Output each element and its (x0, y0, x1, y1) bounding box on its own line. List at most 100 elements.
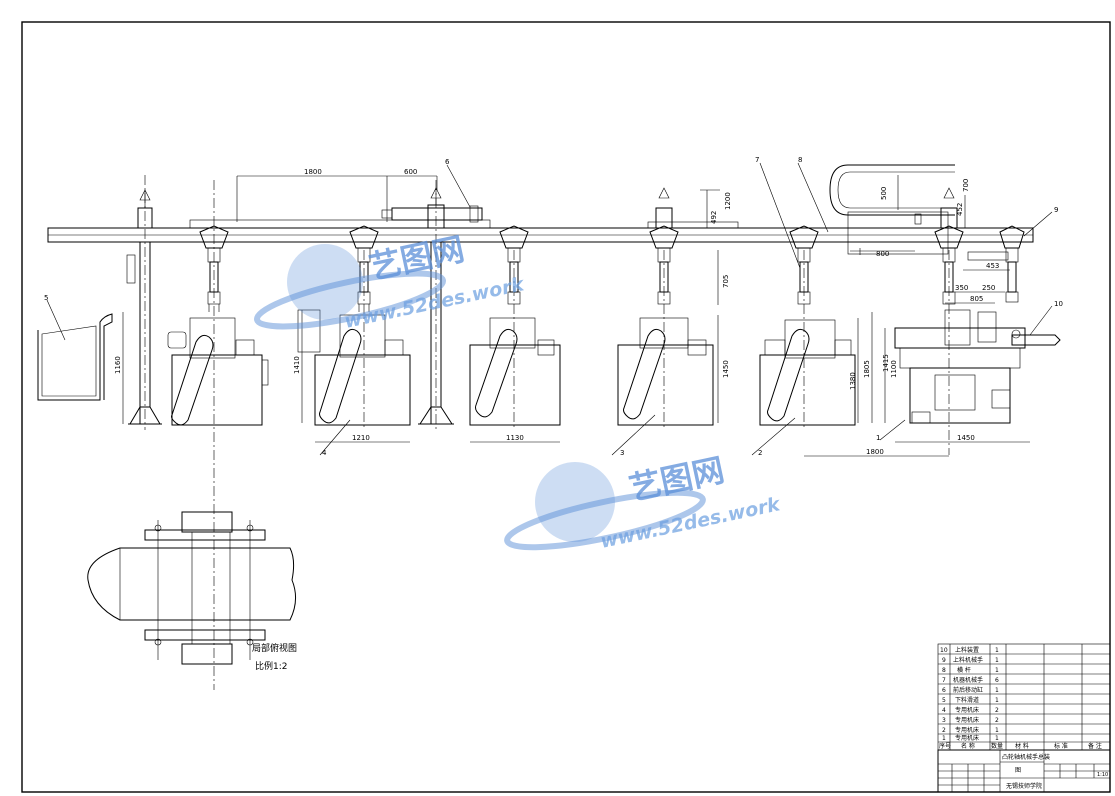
bom-row-no: 6 (942, 687, 946, 694)
dim-350: 350 (955, 284, 968, 292)
bom-header-name: 名 称 (961, 742, 975, 750)
discharge-chute (37, 313, 113, 401)
machine-3b (617, 317, 714, 426)
dim-1410: 1410 (293, 356, 301, 374)
title-block-drawing-name: 凸轮轴机械手总装 (1002, 753, 1050, 761)
bom-row-qty: 1 (995, 687, 999, 694)
title-block-school: 无锡技师学院 (1006, 782, 1042, 790)
machine-4b (297, 309, 411, 426)
bom-row-no: 9 (942, 657, 946, 664)
dim-492: 492 (710, 211, 718, 224)
dim-1450-mid: 1450 (722, 360, 730, 378)
callout-1: 1 (876, 434, 880, 442)
gripper-5 (789, 225, 819, 305)
bom-row-name: 专用机床 (955, 716, 979, 724)
machine-3a (469, 317, 561, 426)
dim-1805: 1805 (863, 360, 871, 378)
dim-1100: 1100 (890, 360, 898, 378)
bom-row-qty: 2 (995, 717, 999, 724)
dim-1800-top: 1800 (304, 168, 322, 176)
bom-header-qty: 数量 (991, 742, 1003, 750)
dim-705: 705 (722, 275, 730, 288)
bom-row-no: 7 (942, 677, 946, 684)
dim-1210: 1210 (352, 434, 370, 442)
bom-row-no: 2 (942, 727, 946, 734)
dim-1415: 1415 (882, 354, 890, 372)
detail-top-view (87, 511, 296, 665)
dim-1800-bottom: 1800 (866, 448, 884, 456)
move-cylinder (381, 205, 483, 223)
callout-2: 2 (758, 449, 762, 457)
rail-beam (47, 219, 1034, 243)
bom-row-no: 5 (942, 697, 946, 704)
callout-9: 9 (1054, 206, 1058, 214)
pipe-loop (829, 164, 955, 255)
dim-1200: 1200 (724, 192, 732, 210)
dim-453: 453 (986, 262, 999, 270)
watermark-brand-1: 艺图网 (366, 230, 468, 287)
callout-6: 6 (445, 158, 450, 166)
dim-805: 805 (970, 295, 983, 303)
dim-500: 500 (880, 187, 888, 200)
bom-row-name: 上料机械手 (953, 656, 983, 664)
bom-row-name: 前后移动缸 (953, 686, 983, 694)
dim-1130: 1130 (506, 434, 524, 442)
gripper-7-loader (967, 225, 1025, 303)
callout-8: 8 (798, 156, 802, 164)
title-block-grid (937, 749, 1111, 793)
drawing-border (21, 21, 1111, 793)
bom-row-qty: 1 (995, 657, 999, 664)
bom-row-qty: 1 (995, 667, 999, 674)
bom-header-remarks: 备 注 (1088, 742, 1102, 750)
bom-row-name: 上料装置 (955, 646, 979, 654)
bom-header-standard: 标 准 (1054, 742, 1068, 750)
dim-1380: 1380 (849, 372, 857, 390)
bom-row-no: 4 (942, 707, 946, 714)
title-block-scale-value: 1:10 (1097, 772, 1108, 778)
dimension-lines (122, 175, 1030, 457)
bom-row-name: 专用机床 (955, 734, 979, 742)
bom-row-qty: 1 (995, 697, 999, 704)
watermark-logo-2 (504, 462, 706, 551)
bom-row-name: 横 杆 (957, 666, 971, 674)
centerlines (144, 175, 950, 690)
detail-view-scale: 比例1:2 (255, 660, 288, 672)
dim-1160: 1160 (114, 356, 122, 374)
bom-row-qty: 1 (995, 735, 999, 742)
bom-row-no: 1 (942, 735, 946, 742)
watermark-brand-2: 艺图网 (626, 451, 728, 508)
machine-4a (167, 317, 269, 426)
bom-row-no: 10 (940, 647, 948, 654)
callout-7: 7 (755, 156, 759, 164)
dim-800: 800 (876, 250, 889, 258)
watermark-url-2: www.52des.work (598, 493, 783, 553)
bom-header-material: 材 料 (1015, 742, 1029, 750)
callout-5: 5 (44, 294, 48, 302)
dim-250: 250 (982, 284, 995, 292)
dim-452: 452 (956, 203, 964, 216)
bom-row-name: 专用机床 (955, 706, 979, 714)
title-block-drawing-name-2: 图 (1015, 767, 1021, 774)
bom-row-qty: 6 (995, 677, 999, 684)
bom-row-name: 下料滑道 (955, 696, 979, 704)
callout-10: 10 (1054, 300, 1063, 308)
machine-2 (759, 319, 856, 426)
bom-row-name: 专用机床 (955, 726, 979, 734)
bom-row-no: 8 (942, 667, 946, 674)
machine-1-lathe (894, 309, 1026, 424)
bom-row-qty: 1 (995, 647, 999, 654)
bom-row-qty: 1 (995, 727, 999, 734)
dim-600: 600 (404, 168, 417, 176)
loader-device (1011, 329, 1061, 346)
bom-row-no: 3 (942, 717, 946, 724)
dim-1450-right: 1450 (957, 434, 975, 442)
callout-3: 3 (620, 449, 624, 457)
leader-lines (46, 162, 1053, 456)
detail-view-title: 局部俯视图 (252, 642, 297, 654)
callout-4: 4 (322, 449, 327, 457)
bom-row-qty: 2 (995, 707, 999, 714)
dim-700: 700 (962, 179, 970, 192)
bom-row-name: 机器机械手 (953, 676, 983, 684)
left-column (126, 189, 162, 425)
